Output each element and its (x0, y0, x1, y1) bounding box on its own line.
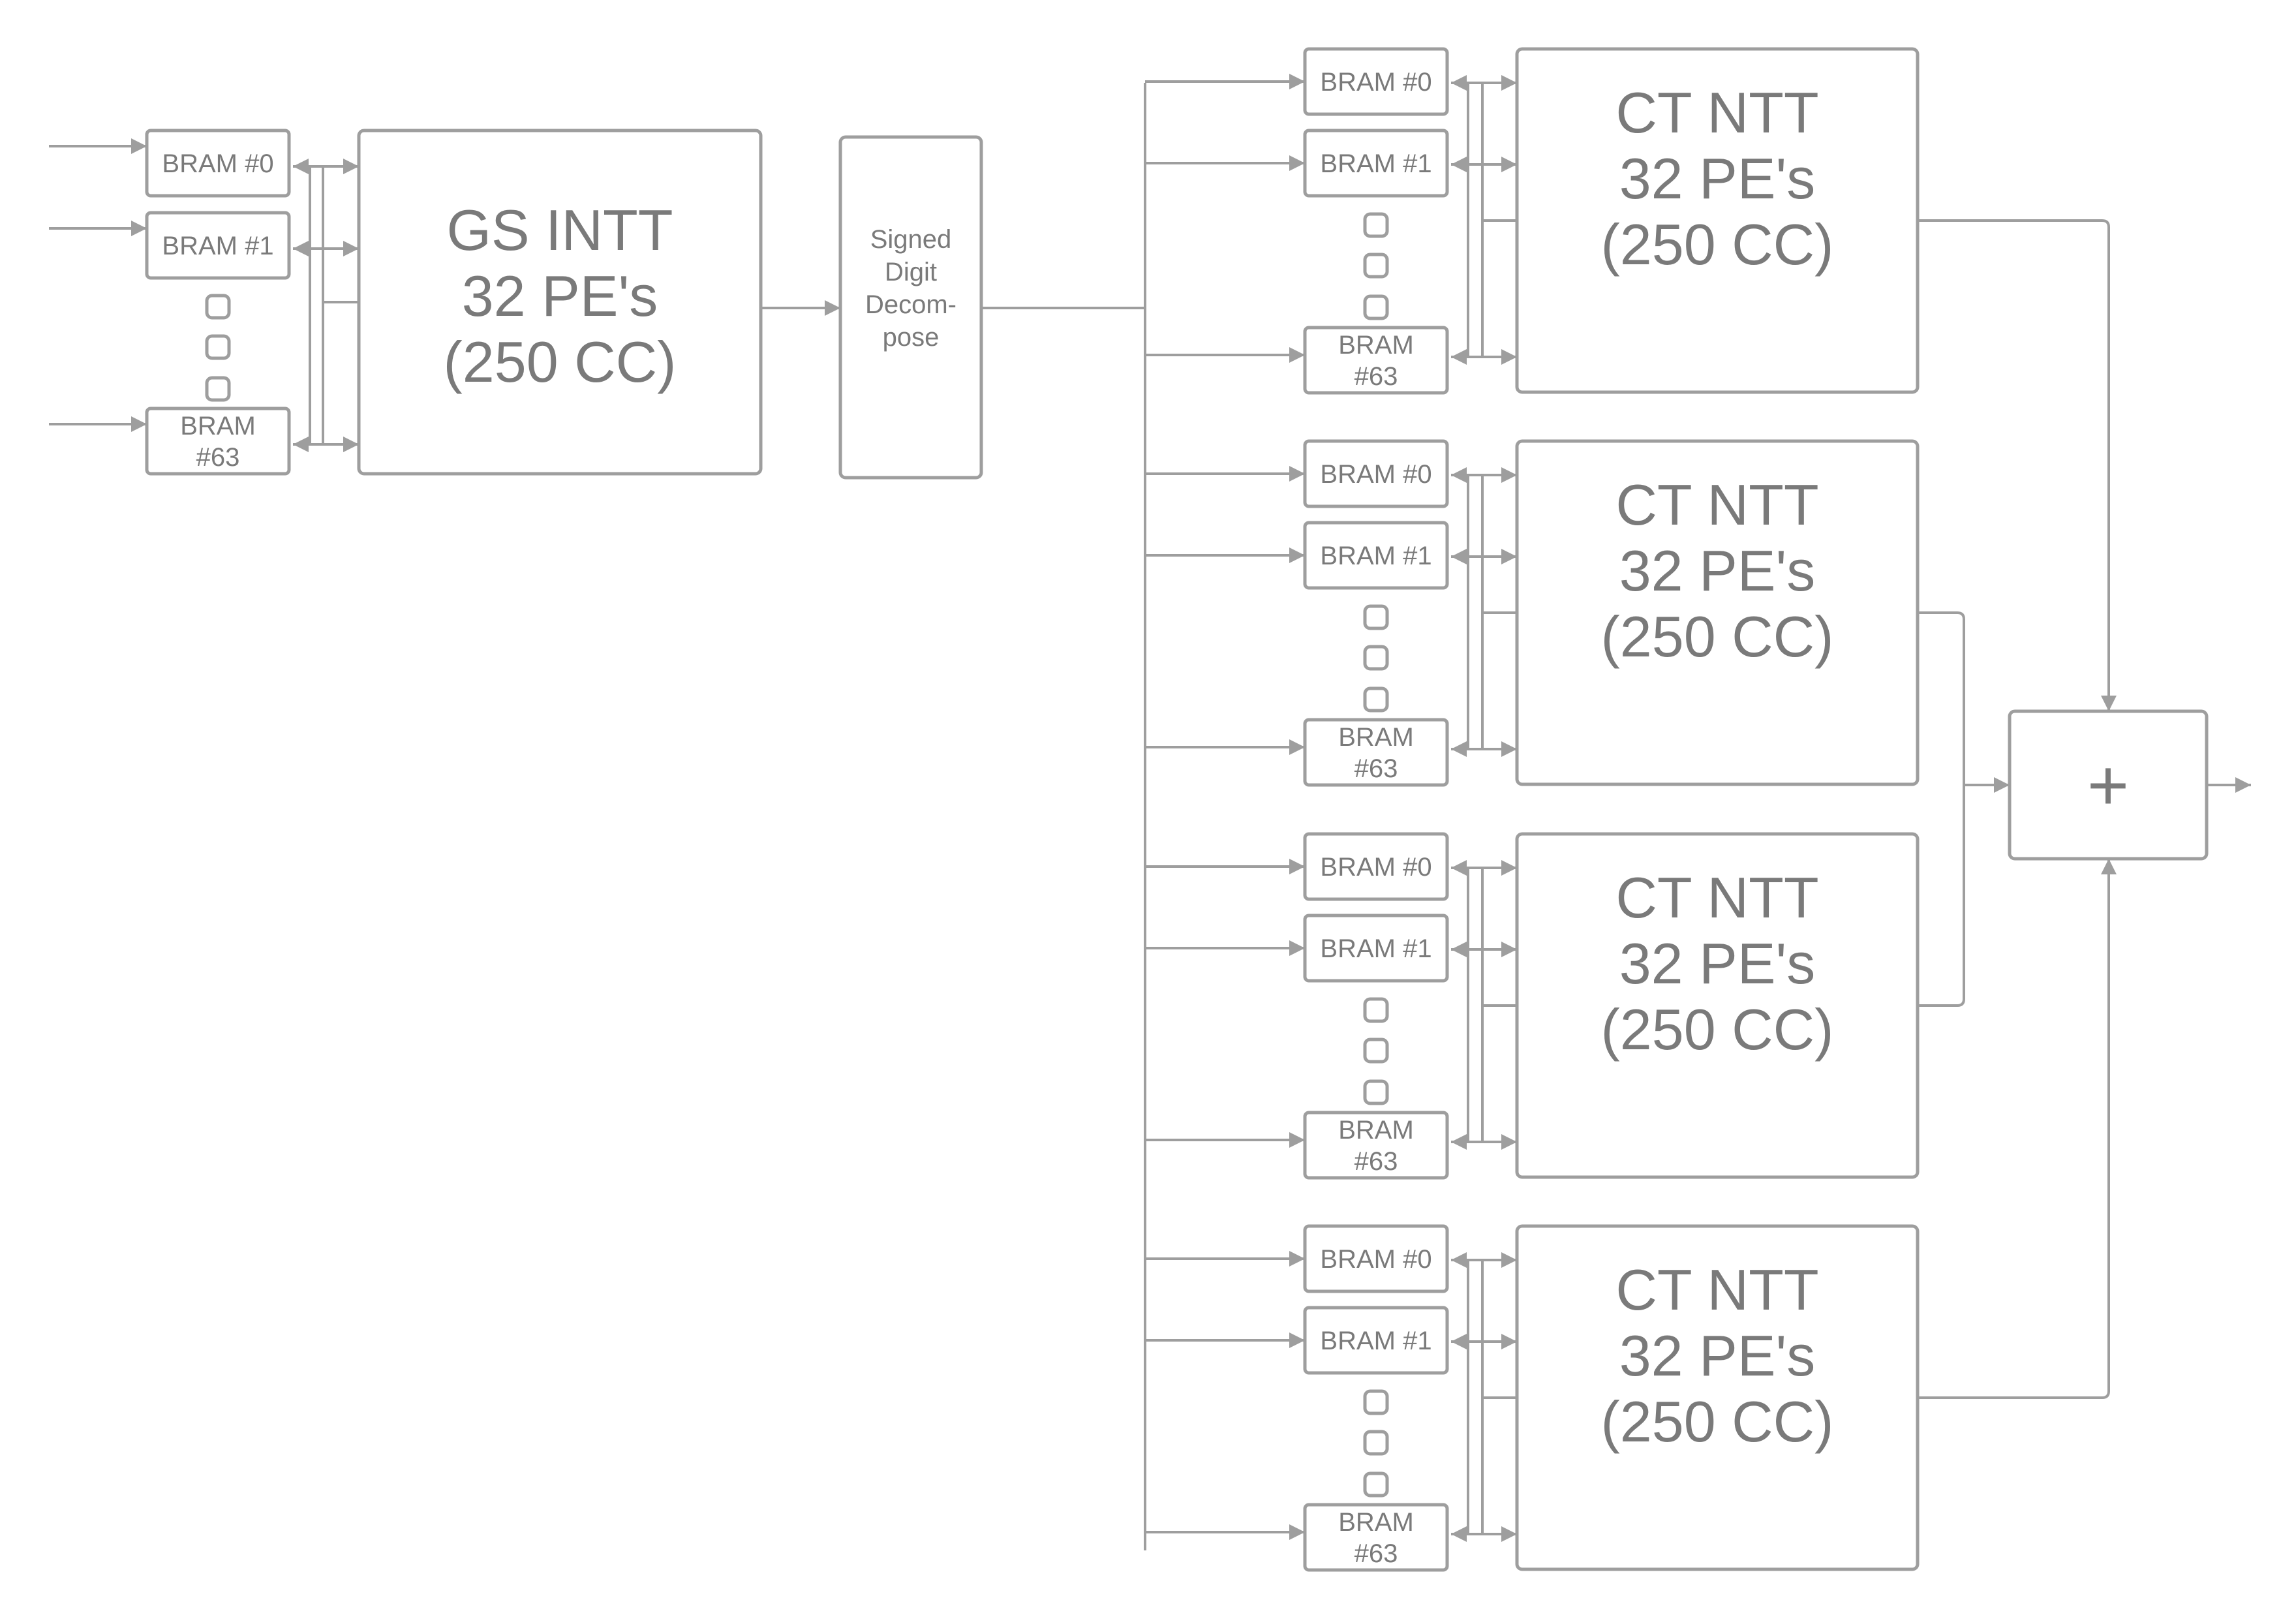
ct1-bram-2-label-line-0: BRAM (1338, 723, 1414, 752)
ct1-bram-1-label-line-0: BRAM #1 (1320, 542, 1431, 570)
ct3-bram-ellipsis-dot-1 (1363, 1430, 1389, 1456)
ct-ntt-label-0-line-0: CT NTT (1615, 80, 1818, 145)
ct3-bram-2-label-line-1: #63 (1355, 1539, 1398, 1568)
decompose-label-line-2: Decom- (865, 290, 957, 319)
ct3-bram-ellipsis-dot-0 (1363, 1389, 1389, 1415)
ct2-bram-0 (1303, 832, 1449, 901)
ct-ntt-label-3-line-0: CT NTT (1615, 1257, 1818, 1322)
ct-ntt-block-1 (1515, 439, 1920, 786)
ct1-ct2-merge (1918, 611, 1965, 1007)
input-bram-2 (145, 407, 291, 476)
ct0-bram-0-label-line-0: BRAM #0 (1320, 68, 1431, 97)
ct1-bram-ellipsis-dot-2 (1363, 686, 1389, 713)
ct1-bram-0-label-line-0: BRAM #0 (1320, 460, 1431, 489)
ct-ntt-block-3 (1515, 1224, 1920, 1571)
ct2-bram-2-label-line-1: #63 (1355, 1147, 1398, 1176)
gs-intt-block (357, 129, 763, 476)
signed-digit-decompose-block (838, 135, 983, 480)
ct-ntt-label-1-line-0: CT NTT (1615, 472, 1818, 537)
input-bram-1-label-line-0: BRAM #1 (162, 232, 273, 260)
ct-ntt-block-2 (1515, 832, 1920, 1179)
ct1-bram-0 (1303, 439, 1449, 508)
input-bram-ellipsis-dot-1 (205, 334, 231, 360)
ct0-bram-2 (1303, 326, 1449, 395)
input-bram-2-label-line-1: #63 (196, 443, 240, 472)
gs-intt-label-line-1: 32 PE's (462, 264, 658, 328)
gs-intt-label-line-0: GS INTT (446, 198, 673, 262)
input-bram-0-label-line-0: BRAM #0 (162, 149, 273, 178)
ct2-bram-2-label-line-0: BRAM (1338, 1116, 1414, 1145)
ct0-bram-1 (1303, 129, 1449, 198)
ct-ntt-label-0-line-1: 32 PE's (1619, 146, 1816, 211)
gs-intt-label-line-2: (250 CC) (444, 330, 677, 394)
decompose-label-line-1: Digit (885, 258, 937, 286)
ct-ntt-label-3-line-2: (250 CC) (1601, 1389, 1834, 1454)
ct2-bram-ellipsis-dot-2 (1363, 1079, 1389, 1105)
decompose-label-line-0: Signed (870, 225, 952, 254)
ct2-bram-1-label-line-0: BRAM #1 (1320, 934, 1431, 963)
ct-ntt-label-2-line-2: (250 CC) (1601, 997, 1834, 1062)
ct0-to-adder (1918, 219, 2117, 711)
decompose-label-line-3: pose (883, 323, 940, 352)
ct0-bram-2-label-line-1: #63 (1355, 362, 1398, 391)
ct-ntt-label-1-line-1: 32 PE's (1619, 538, 1816, 603)
ct2-bram-ellipsis-dot-1 (1363, 1038, 1389, 1064)
ct1-bram-2 (1303, 718, 1449, 787)
ct3-bram-1-label-line-0: BRAM #1 (1320, 1327, 1431, 1355)
ct1-bram-ellipsis-dot-1 (1363, 645, 1389, 671)
input-bram-0 (145, 129, 291, 198)
ct0-bram-0 (1303, 47, 1449, 116)
ct3-bram-2 (1303, 1503, 1449, 1572)
ct1-bram-ellipsis-dot-0 (1363, 604, 1389, 630)
ct3-bram-0 (1303, 1224, 1449, 1293)
ct1-bram-1 (1303, 521, 1449, 590)
input-bram-1 (145, 211, 291, 280)
connection-wires (49, 74, 2251, 1550)
ct2-bram-ellipsis-dot-0 (1363, 997, 1389, 1023)
input-bram-2-label-line-0: BRAM (180, 412, 256, 440)
input-bram-ellipsis-dot-2 (205, 376, 231, 402)
ct1-bram-2-label-line-1: #63 (1355, 754, 1398, 783)
ct3-to-adder (1918, 859, 2117, 1399)
ct-ntt-block-0 (1515, 47, 1920, 394)
ct2-bram-0-label-line-0: BRAM #0 (1320, 853, 1431, 882)
ct0-bram-2-label-line-0: BRAM (1338, 331, 1414, 360)
ct-ntt-label-2-line-0: CT NTT (1615, 865, 1818, 930)
ct3-bram-2-label-line-0: BRAM (1338, 1508, 1414, 1537)
input-bram-ellipsis-dot-0 (205, 294, 231, 320)
ct3-bram-1 (1303, 1306, 1449, 1375)
ct0-bram-ellipsis-dot-1 (1363, 253, 1389, 279)
adder-block (2008, 709, 2209, 861)
ct-ntt-label-0-line-2: (250 CC) (1601, 212, 1834, 277)
adder-symbol: + (2087, 745, 2129, 825)
ct0-bram-1-label-line-0: BRAM #1 (1320, 149, 1431, 178)
ct3-bram-0-label-line-0: BRAM #0 (1320, 1245, 1431, 1274)
ct-ntt-label-1-line-2: (250 CC) (1601, 604, 1834, 669)
ct-ntt-label-2-line-1: 32 PE's (1619, 931, 1816, 996)
ct-ntt-label-3-line-1: 32 PE's (1619, 1323, 1816, 1388)
ct0-bram-ellipsis-dot-2 (1363, 294, 1389, 320)
ct2-bram-1 (1303, 914, 1449, 983)
ct0-bram-ellipsis-dot-0 (1363, 212, 1389, 238)
ct3-bram-ellipsis-dot-2 (1363, 1471, 1389, 1498)
ct2-bram-2 (1303, 1111, 1449, 1180)
